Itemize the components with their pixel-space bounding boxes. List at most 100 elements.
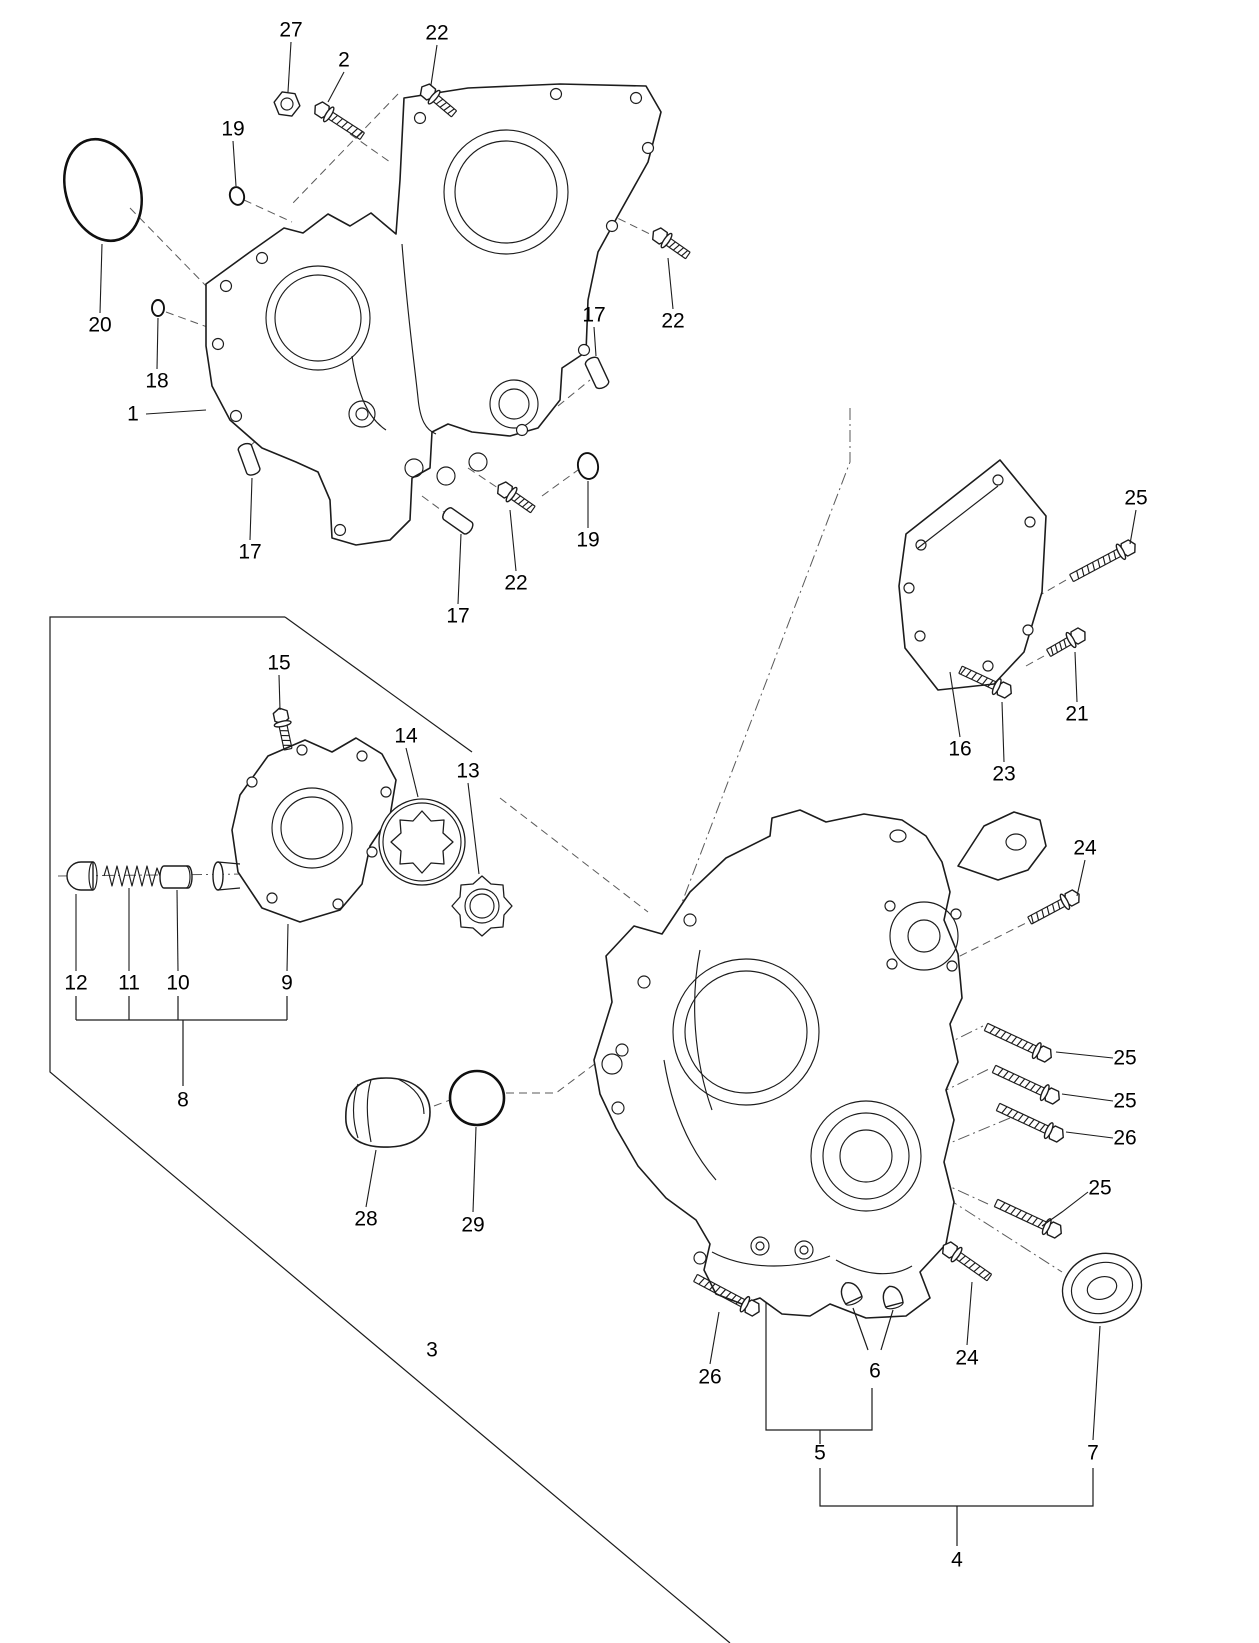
bolt-hole [605, 219, 619, 233]
callout-24-b: 24 [955, 1347, 979, 1370]
callout-22-c: 22 [504, 572, 527, 595]
oil-cap-part-28 [345, 1077, 431, 1148]
o-ring-part-19-a [228, 186, 246, 206]
bolt-part-26-a [993, 1098, 1068, 1146]
group-bracket-5 [765, 1302, 873, 1444]
callout-11: 11 [118, 972, 140, 995]
callout-19-a: 19 [221, 118, 244, 141]
oil-seal-part-7 [1061, 1252, 1143, 1324]
callout-1: 1 [127, 403, 139, 426]
gasket-face-opening [443, 129, 569, 255]
callout-28: 28 [354, 1208, 377, 1231]
callout-3: 3 [426, 1339, 438, 1362]
callout-4: 4 [951, 1549, 963, 1572]
bolt-hole [366, 846, 378, 858]
seal-bore [810, 1100, 922, 1212]
callout-6: 6 [869, 1360, 881, 1383]
bolt-hole [577, 343, 591, 357]
inner-rotor-part-13 [451, 875, 513, 937]
callout-8: 8 [177, 1089, 189, 1112]
main-housing-part-3 [593, 809, 1047, 1319]
callout-26-a: 26 [1113, 1127, 1136, 1150]
callout-2: 2 [338, 49, 350, 72]
boss [436, 466, 456, 486]
upper-boss [889, 901, 959, 971]
bolt-hole [246, 776, 258, 788]
bolt-hole [629, 91, 643, 105]
leader-lines [75, 41, 1137, 1441]
bolt-part-22-c [492, 477, 539, 518]
callout-17-c: 17 [446, 605, 469, 628]
boss [468, 452, 488, 472]
bolt-hole [211, 337, 225, 351]
bolt-hole [1024, 516, 1036, 528]
flange-hole [693, 1251, 707, 1265]
callout-10: 10 [166, 972, 189, 995]
pump-opening [672, 958, 820, 1106]
ear-hole [889, 829, 907, 843]
bolt-part-25-c [989, 1060, 1064, 1108]
callout-16: 16 [948, 738, 971, 761]
flange-hole [611, 1101, 625, 1115]
callout-25-b: 25 [1113, 1047, 1136, 1070]
bolt-part-25-b [981, 1018, 1056, 1066]
callout-25-c: 25 [1113, 1090, 1136, 1113]
bolt-hole [219, 279, 233, 293]
ear-hole [1005, 833, 1027, 851]
oil-pump-cover-part-9 [212, 737, 397, 923]
callout-23: 23 [992, 763, 1015, 786]
bolt-hole [982, 660, 994, 672]
bolt-hole [380, 786, 392, 798]
bolt-hole [903, 582, 915, 594]
bolt-hole [296, 744, 308, 756]
dowel-pin-part-17-c [583, 354, 611, 392]
bolt-hole [266, 892, 278, 904]
flange-hole [683, 913, 697, 927]
group-bracket-8 [75, 996, 288, 1086]
callout-14: 14 [394, 725, 418, 748]
front-plate-part-1 [205, 83, 662, 546]
group-bracket-4 [819, 1468, 1094, 1546]
callout-26-b: 26 [698, 1366, 721, 1389]
bolt-hole [641, 141, 655, 155]
relief-valve-plug-part-12 [66, 861, 98, 891]
flange-hole [601, 1053, 623, 1075]
bolt-hole [229, 409, 243, 423]
callout-5: 5 [814, 1442, 826, 1465]
mount-ear [957, 811, 1047, 881]
flange-hole [615, 1043, 629, 1057]
relief-valve-piston-part-10 [159, 865, 193, 889]
bolt-hole [992, 474, 1004, 486]
callout-19-b: 19 [576, 529, 599, 552]
dowel-pin-part-17-a [236, 441, 262, 478]
o-ring-part-29 [448, 1069, 506, 1127]
bolt-hole [255, 251, 269, 265]
callout-18: 18 [145, 370, 168, 393]
group-bracket-6 [852, 1307, 894, 1351]
bolt-part-15 [270, 705, 298, 752]
callout-20: 20 [88, 314, 111, 337]
relief-valve-bore [212, 861, 224, 891]
bolt-part-24-a [1024, 886, 1084, 929]
callout-17-b: 17 [238, 541, 261, 564]
bolt-hole [515, 423, 529, 437]
bolt-hole [950, 908, 962, 920]
bolt-part-21 [1043, 623, 1090, 662]
callout-24-a: 24 [1073, 837, 1097, 860]
bolt-hole [914, 630, 926, 642]
bolt-part-22-b [647, 223, 694, 264]
bolt-hole [946, 960, 958, 972]
bolt-hole [549, 87, 563, 101]
group-bracket-3 [49, 616, 731, 1643]
callout-27: 27 [279, 19, 302, 42]
bolt-hole [333, 523, 347, 537]
bolt-hole [1022, 624, 1034, 636]
o-ring-part-19-b [576, 452, 600, 480]
callout-22-b: 22 [661, 310, 684, 333]
dowel-pin-part-17-b [440, 505, 476, 537]
bolt-hole [356, 750, 368, 762]
callout-29: 29 [461, 1214, 484, 1237]
bolt-part-24-b [937, 1237, 995, 1286]
